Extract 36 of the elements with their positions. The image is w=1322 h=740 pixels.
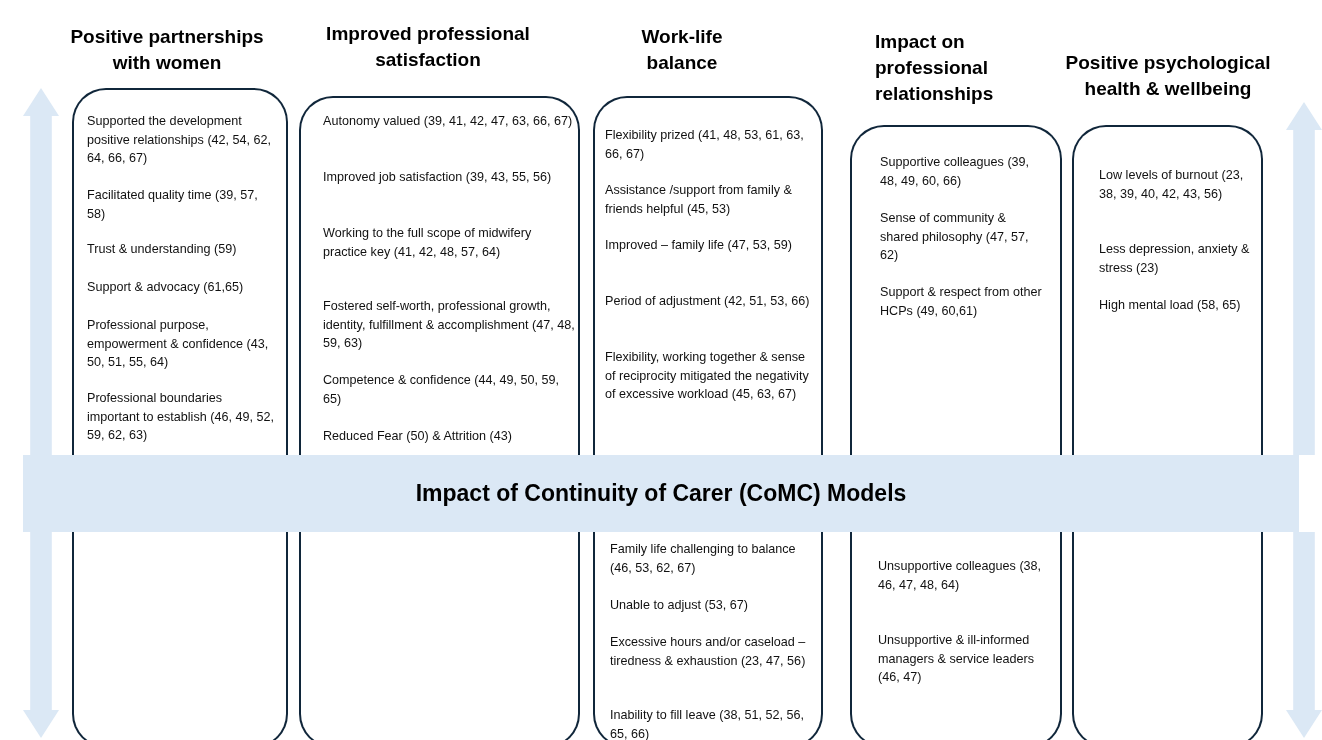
- finding-text: Professional boundaries important to establish (46, 49, 52, 59, 62, 63): [87, 390, 275, 444]
- finding-text: Competence & confidence (44, 49, 50, 59, 65): [323, 372, 560, 408]
- finding-text: Unsupportive colleagues (38, 46, 47, 48, 64): [878, 558, 1043, 594]
- finding-text: Working to the full scope of midwifery practice key (41, 42, 48, 57, 64): [323, 225, 533, 261]
- column-heading: Positive psychological health & wellbeing: [1064, 51, 1272, 101]
- finding-text: Facilitated quality time (39, 57, 58): [87, 187, 259, 223]
- finding-text: Trust & understanding (59): [87, 241, 238, 258]
- finding-text: Improved – family life (47, 53, 59): [605, 237, 793, 254]
- finding-text: Assistance /support from family & friends helpful (45, 53): [605, 182, 793, 218]
- finding-text: Family life challenging to balance (46, 53, 62, 67): [610, 541, 797, 577]
- finding-text: Unable to adjust (53, 67): [610, 597, 749, 614]
- column-heading: Positive partnerships with women: [69, 25, 265, 75]
- finding-text: Period of adjustment (42, 51, 53, 66): [605, 293, 811, 310]
- column-heading: Work-life balance: [640, 25, 724, 75]
- banner-title: Impact of Continuity of Carer (CoMC) Models: [415, 480, 907, 507]
- finding-text: Flexibility prized (41, 48, 53, 61, 63, 66, 67): [605, 127, 805, 163]
- central-banner: [23, 455, 1299, 532]
- finding-text: Reduced Fear (50) & Attrition (43): [323, 428, 513, 445]
- finding-text: Unsupportive & ill-informed managers & service leaders (46, 47): [878, 632, 1036, 686]
- finding-text: Autonomy valued (39, 41, 42, 47, 63, 66, 67): [323, 113, 574, 130]
- finding-text: Flexibility, working together & sense of reciprocity mitigated the negativity of excessive workload (45, 63, 67): [605, 349, 810, 403]
- finding-text: Supported the development positive relationships (42, 54, 62, 64, 66, 67): [87, 113, 273, 167]
- finding-text: Supportive colleagues (39, 48, 49, 60, 66): [880, 154, 1031, 190]
- finding-text: Less depression, anxiety & stress (23): [1099, 241, 1251, 277]
- column-heading: Impact on professional relationships: [875, 30, 995, 106]
- column-heading: Improved professional satisfaction: [325, 22, 531, 72]
- finding-text: Improved job satisfaction (39, 43, 55, 56): [323, 169, 553, 186]
- finding-text: Fostered self-worth, professional growth, identity, fulfillment & accomplishment (47, 48, 59, 63): [323, 298, 575, 352]
- finding-text: Support & respect from other HCPs (49, 60,61): [880, 284, 1043, 320]
- finding-text: High mental load (58, 65): [1099, 297, 1242, 314]
- finding-text: Professional purpose, empowerment & confidence (43, 50, 51, 55, 64): [87, 317, 270, 371]
- finding-text: Inability to fill leave (38, 51, 52, 56, 65, 66): [610, 707, 805, 740]
- finding-text: Sense of community & shared philosophy (47, 57, 62): [880, 210, 1030, 264]
- finding-text: Support & advocacy (61,65): [87, 279, 245, 296]
- finding-text: Low levels of burnout (23, 38, 39, 40, 42, 43, 56): [1099, 167, 1245, 203]
- finding-text: Excessive hours and/or caseload – tiredness & exhaustion (23, 47, 56): [610, 634, 807, 670]
